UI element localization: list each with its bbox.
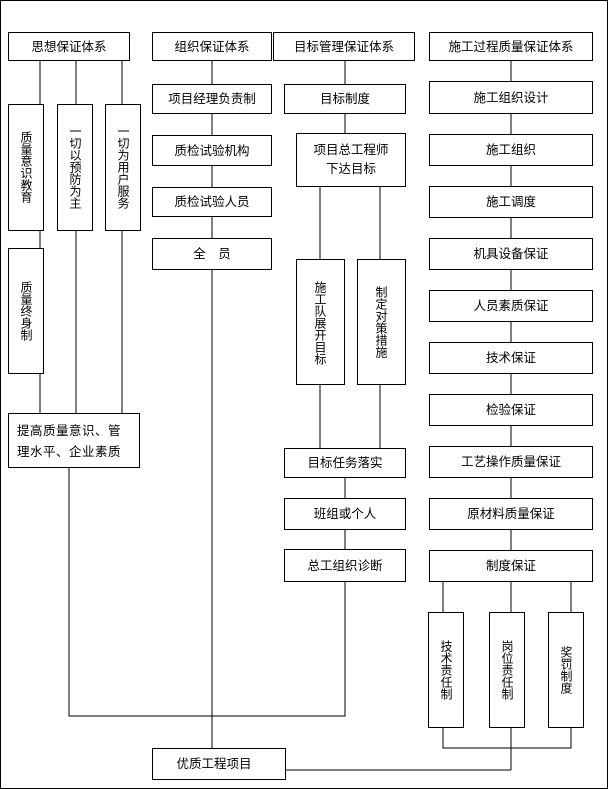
construction-organization: 施工组织 — [486, 142, 536, 157]
team-or-individual: 班组或个人 — [314, 506, 377, 521]
project-manager-responsibility: 项目经理负责制 — [168, 91, 256, 106]
qc-testing-agency: 质检试验机构 — [174, 143, 249, 158]
chief-engineer-sets-target-line1: 项目总工程师 — [313, 142, 388, 157]
prevention-first: 一切以预防为主 — [68, 125, 82, 209]
technical-responsibility: 技术责任制 — [439, 640, 453, 700]
high-quality-project: 优质工程项目 — [176, 756, 251, 771]
target-header: 目标管理保证体系 — [294, 39, 394, 54]
thought-assurance-column: 思想保证体系 质量意识教育 一切以预防为主 一切为用户服务 质量终身制 提高质量… — [8, 32, 141, 468]
summary-line-1: 提高质量意识、管 — [17, 423, 121, 438]
construction-team-targets: 施工队展开目标 — [313, 281, 327, 365]
quality-awareness-education: 质量意识教育 — [19, 131, 33, 204]
equipment-assurance: 机具设备保证 — [473, 246, 549, 261]
chief-engineer-diagnosis: 总工组织诊断 — [307, 558, 382, 573]
result-box — [152, 748, 286, 780]
serve-users: 一切为用户服务 — [116, 125, 130, 209]
raw-material-quality: 原材料质量保证 — [467, 506, 555, 521]
countermeasures: 制定对策措施 — [374, 286, 388, 358]
summary-line-2: 理水平、企业素质 — [17, 444, 121, 459]
process-header: 施工过程质量保证体系 — [448, 39, 573, 54]
qc-testing-staff: 质检试验人员 — [174, 194, 249, 209]
construction-process-column: 施工过程质量保证体系 施工组织设计 施工组织 施工调度 机具设备保证 人员素质保… — [428, 32, 593, 728]
personnel-quality-assurance: 人员素质保证 — [473, 298, 549, 313]
chief-engineer-sets-target-line2: 下达目标 — [326, 161, 376, 176]
process-operation-quality: 工艺操作质量保证 — [461, 454, 562, 469]
target-management-column: 目标管理保证体系 目标制度 项目总工程师 下达目标 施工队展开目标 制定对策措施… — [273, 32, 415, 582]
lifetime-quality-responsibility: 质量终身制 — [19, 281, 33, 341]
thought-header: 思想保证体系 — [31, 39, 106, 54]
target-task-implementation: 目标任务落实 — [307, 455, 382, 470]
construction-dispatch: 施工调度 — [486, 194, 537, 209]
organization-assurance-column: 组织保证体系 项目经理负责制 质检试验机构 质检试验人员 全 员 — [152, 32, 272, 270]
inspection-assurance: 检验保证 — [486, 402, 537, 417]
reward-penalty-system: 奖罚制度 — [559, 646, 573, 694]
construction-org-design: 施工组织设计 — [473, 90, 548, 105]
post-responsibility: 岗位责任制 — [500, 640, 514, 700]
system-assurance: 制度保证 — [486, 558, 537, 573]
all-staff: 全 员 — [193, 246, 231, 261]
organization-header: 组织保证体系 — [174, 39, 249, 54]
connector-lines — [39, 60, 572, 771]
technical-assurance: 技术保证 — [486, 350, 537, 365]
target-system: 目标制度 — [320, 91, 371, 106]
